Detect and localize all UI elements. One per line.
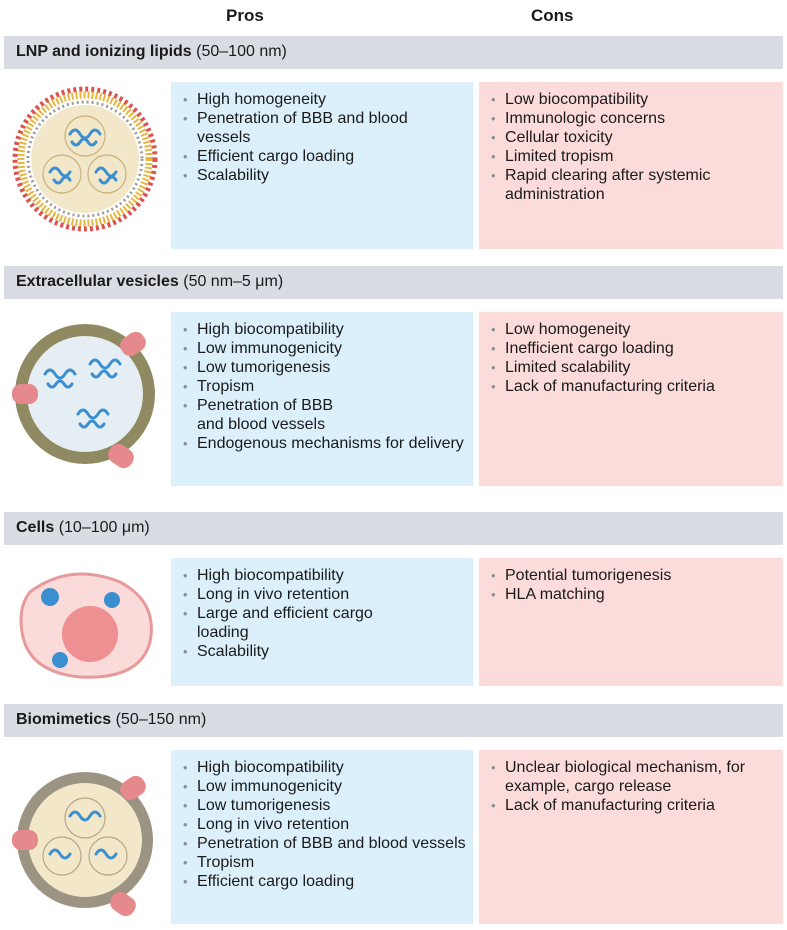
section-bar: Biomimetics (50–150 nm)	[4, 704, 783, 737]
pros-item: Scalability	[181, 166, 463, 185]
pros-item: Tropism	[181, 377, 463, 396]
section-heading: Biomimetics (50–150 nm)	[16, 711, 206, 729]
vesicle-illustration	[12, 324, 155, 469]
cons-column-header: Cons	[531, 6, 574, 25]
section-title: Cells	[16, 519, 55, 536]
section-size: (50–100 nm)	[196, 43, 287, 60]
surface-protein	[12, 830, 38, 850]
section-bar: Cells (10–100 μm)	[4, 512, 783, 545]
section-title: LNP and ionizing lipids	[16, 43, 192, 60]
cons-item: Rapid clearing after systemic administra…	[489, 166, 770, 204]
surface-protein	[120, 331, 146, 357]
section-heading: Cells (10–100 μm)	[16, 519, 150, 537]
pros-panel: High biocompatibility Low immunogenicity…	[171, 750, 473, 924]
cons-item: Potential tumorigenesis	[489, 566, 773, 585]
section-size: (50–150 nm)	[115, 711, 207, 728]
cons-panel: Low biocompatibility Immunologic concern…	[479, 82, 783, 249]
surface-protein	[12, 384, 38, 404]
rna-cargo	[48, 810, 118, 860]
cons-item: Limited scalability	[489, 358, 773, 377]
section-bar: LNP and ionizing lipids (50–100 nm)	[4, 36, 783, 69]
surface-protein	[110, 891, 136, 917]
pros-item: Low immunogenicity	[181, 339, 463, 358]
rna-cargo	[48, 128, 118, 185]
surface-protein	[108, 443, 134, 469]
lipid-spikes	[12, 86, 158, 232]
cons-item: Lack of manufacturing criteria	[489, 377, 773, 396]
pros-item: Large and efficient cargo loading	[181, 604, 427, 642]
cons-item: Cellular toxicity	[489, 128, 773, 147]
section-size: (50 nm–5 μm)	[183, 273, 284, 290]
pros-item: Efficient cargo loading	[181, 147, 463, 166]
pros-item: Low tumorigenesis	[181, 796, 463, 815]
pros-item: High biocompatibility	[181, 320, 463, 339]
cons-item: Inefficient cargo loading	[489, 339, 773, 358]
cons-item: Low homogeneity	[489, 320, 773, 339]
pros-panel: High biocompatibility Low immunogenicity…	[171, 312, 473, 486]
cons-item: Low biocompatibility	[489, 90, 773, 109]
rna-cargo	[41, 588, 120, 668]
section-title: Biomimetics	[16, 711, 112, 728]
pros-item: High homogeneity	[181, 90, 463, 109]
pros-item: Long in vivo retention	[181, 585, 463, 604]
section-title: Extracellular vesicles	[16, 273, 179, 290]
cons-panel: Low homogeneity Inefficient cargo loadin…	[479, 312, 783, 486]
pros-item: Scalability	[181, 642, 463, 661]
cons-item: Limited tropism	[489, 147, 773, 166]
cons-item: Unclear biological mechanism, for exampl…	[489, 758, 773, 796]
pros-item: High biocompatibility	[181, 566, 463, 585]
lnp-core	[31, 105, 139, 213]
rna-cargo	[43, 358, 122, 429]
pros-item: Tropism	[181, 853, 463, 872]
section-heading: LNP and ionizing lipids (50–100 nm)	[16, 43, 287, 61]
section-size: (10–100 μm)	[58, 519, 150, 536]
cons-item: Lack of manufacturing criteria	[489, 796, 773, 815]
pros-item: Endogenous mechanisms for delivery	[181, 434, 467, 453]
cons-panel: Potential tumorigenesis HLA matching	[479, 558, 783, 686]
pros-panel: High biocompatibility Long in vivo reten…	[171, 558, 473, 686]
cons-item: HLA matching	[489, 585, 773, 604]
internal-lipids	[42, 115, 127, 194]
surface-protein	[120, 775, 146, 801]
pros-panel: High homogeneity Penetration of BBB and …	[171, 82, 473, 249]
pros-column-header: Pros	[226, 6, 264, 25]
section-bar: Extracellular vesicles (50 nm–5 μm)	[4, 266, 783, 299]
biomimetic-core	[28, 783, 142, 897]
pros-item: Long in vivo retention	[181, 815, 463, 834]
lnp-illustration	[12, 86, 158, 232]
cell-nucleus	[62, 606, 118, 662]
pros-item: Penetration of BBB and blood vessels	[181, 834, 467, 853]
pros-item: Efficient cargo loading	[181, 872, 463, 891]
pros-item: Low immunogenicity	[181, 777, 463, 796]
cell-illustration	[19, 572, 153, 679]
section-heading: Extracellular vesicles (50 nm–5 μm)	[16, 273, 283, 291]
vesicle-lumen	[27, 336, 143, 452]
biomimetic-illustration	[12, 772, 153, 917]
pros-item: High biocompatibility	[181, 758, 463, 777]
pros-item: Penetration of BBB and blood vessels	[181, 396, 362, 434]
pros-item: Penetration of BBB and blood vessels	[181, 109, 427, 147]
cons-item: Immunologic concerns	[489, 109, 773, 128]
internal-lipids	[42, 797, 128, 876]
cons-panel: Unclear biological mechanism, for exampl…	[479, 750, 783, 924]
pros-item: Low tumorigenesis	[181, 358, 463, 377]
